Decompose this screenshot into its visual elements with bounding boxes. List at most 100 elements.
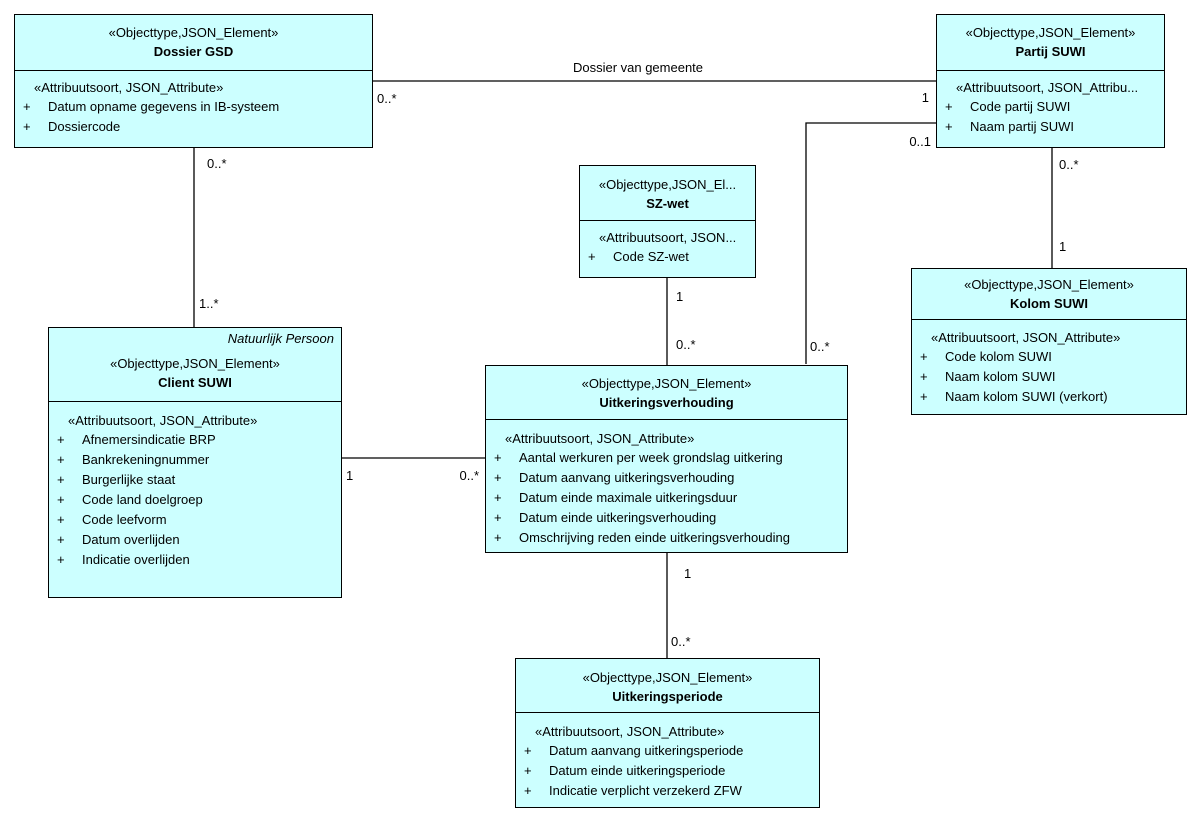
attribute-name: Datum einde uitkeringsperiode	[549, 763, 726, 778]
class-attribute-compartment: «Attribuutsoort, JSON_Attribute» + Datum…	[516, 712, 819, 801]
visibility-public-marker: +	[494, 470, 502, 485]
attribute-row: + Code SZ-wet	[580, 247, 755, 267]
multiplicity-dossier-end: 0..*	[377, 91, 397, 106]
class-stereotype: «Objecttype,JSON_Element»	[110, 356, 280, 371]
attribute-name: Afnemersindicatie BRP	[82, 432, 216, 447]
multiplicity-szwet-end: 1	[676, 289, 684, 304]
class-header: «Objecttype,JSON_Element» Uitkeringsverh…	[486, 366, 847, 419]
visibility-public-marker: +	[494, 530, 502, 545]
multiplicity-uitkeringsverhouding-end: 1	[684, 566, 692, 581]
multiplicity-uitkeringsperiode-end: 0..*	[671, 634, 691, 649]
attribute-name: Code leefvorm	[82, 512, 167, 527]
multiplicity-uitkeringsverhouding-end: 0..*	[459, 468, 479, 483]
class-name: Client SUWI	[158, 375, 232, 390]
attribute-name: Code kolom SUWI	[945, 349, 1052, 364]
multiplicity-uitkeringsverhouding-end: 0..*	[810, 339, 830, 354]
attribute-stereotype: «Attribuutsoort, JSON_Attribute»	[931, 330, 1121, 345]
attribute-row: + Code partij SUWI	[937, 97, 1164, 117]
attribute-name: Datum aanvang uitkeringsperiode	[549, 743, 744, 758]
attribute-name: Naam partij SUWI	[970, 119, 1075, 134]
attribute-row: + Code land doelgroep	[49, 490, 341, 510]
visibility-public-marker: +	[57, 472, 65, 487]
class-name: Uitkeringsperiode	[612, 689, 723, 704]
attribute-row: + Naam partij SUWI	[937, 117, 1164, 137]
multiplicity-uitkeringsverhouding-end: 0..*	[676, 337, 696, 352]
visibility-public-marker: +	[945, 99, 953, 114]
attribute-row: + Datum overlijden	[49, 530, 341, 550]
attribute-name: Datum aanvang uitkeringsverhouding	[519, 470, 735, 485]
attribute-stereotype: «Attribuutsoort, JSON_Attribute»	[535, 724, 725, 739]
attribute-name: Naam kolom SUWI (verkort)	[945, 389, 1108, 404]
attribute-name: Datum einde maximale uitkeringsduur	[519, 490, 738, 505]
class-attribute-compartment: «Attribuutsoort, JSON_Attribute» + Aanta…	[486, 419, 847, 548]
attribute-name: Code land doelgroep	[82, 492, 203, 507]
class-attribute-compartment: «Attribuutsoort, JSON_Attribute» + Code …	[912, 319, 1186, 407]
class-name: Dossier GSD	[153, 44, 234, 59]
class-attribute-compartment: «Attribuutsoort, JSON_Attribu... + Code …	[937, 70, 1164, 137]
class-stereotype: «Objecttype,JSON_Element»	[108, 25, 279, 40]
visibility-public-marker: +	[494, 510, 502, 525]
class-attribute-compartment: «Attribuutsoort, JSON_Attribute» + Datum…	[15, 70, 372, 137]
attribute-row: + Naam kolom SUWI	[912, 367, 1186, 387]
attribute-row: + Indicatie overlijden	[49, 550, 341, 570]
visibility-public-marker: +	[57, 532, 65, 547]
attribute-row: + Afnemersindicatie BRP	[49, 430, 341, 450]
association-name-label: Dossier van gemeente	[572, 60, 704, 75]
class-attribute-compartment: «Attribuutsoort, JSON_Attribute» + Afnem…	[49, 401, 341, 570]
attribute-row: + Datum einde uitkeringsperiode	[516, 761, 819, 781]
class-kolom-suwi: «Objecttype,JSON_Element» Kolom SUWI «At…	[911, 268, 1187, 415]
visibility-public-marker: +	[57, 552, 65, 567]
attribute-row: + Dossiercode	[15, 117, 372, 137]
visibility-public-marker: +	[920, 369, 928, 384]
class-attribute-compartment: «Attribuutsoort, JSON... + Code SZ-wet	[580, 220, 755, 267]
attribute-row: + Indicatie verplicht verzekerd ZFW	[516, 781, 819, 801]
visibility-public-marker: +	[945, 119, 953, 134]
class-partij-suwi: «Objecttype,JSON_Element» Partij SUWI «A…	[936, 14, 1165, 148]
class-header: Natuurlijk Persoon «Objecttype,JSON_Elem…	[49, 328, 341, 401]
visibility-public-marker: +	[524, 763, 532, 778]
visibility-public-marker: +	[524, 783, 532, 798]
attribute-name: Datum overlijden	[82, 532, 180, 547]
multiplicity-partij-end: 0..*	[1059, 157, 1079, 172]
visibility-public-marker: +	[57, 492, 65, 507]
multiplicity-partij-end: 1	[921, 90, 929, 105]
attribute-name: Dossiercode	[48, 119, 121, 134]
classifier-corner-label: Natuurlijk Persoon	[227, 331, 334, 346]
class-stereotype: «Objecttype,JSON_El...	[598, 177, 737, 192]
class-name: SZ-wet	[646, 196, 689, 211]
attribute-name: Omschrijving reden einde uitkeringsverho…	[519, 530, 790, 545]
visibility-public-marker: +	[23, 99, 31, 114]
class-stereotype: «Objecttype,JSON_Element»	[964, 277, 1134, 292]
class-stereotype: «Objecttype,JSON_Element»	[965, 25, 1136, 40]
attribute-row: + Naam kolom SUWI (verkort)	[912, 387, 1186, 407]
attribute-name: Bankrekeningnummer	[82, 452, 210, 467]
class-sz-wet: «Objecttype,JSON_El... SZ-wet «Attribuut…	[579, 165, 756, 278]
class-uitkeringsverhouding: «Objecttype,JSON_Element» Uitkeringsverh…	[485, 365, 848, 553]
class-header: «Objecttype,JSON_El... SZ-wet	[580, 166, 755, 220]
attribute-stereotype: «Attribuutsoort, JSON_Attribu...	[956, 80, 1139, 95]
attribute-row: + Datum einde maximale uitkeringsduur	[486, 488, 847, 508]
attribute-name: Datum einde uitkeringsverhouding	[519, 510, 717, 525]
attribute-row: + Datum aanvang uitkeringsverhouding	[486, 468, 847, 488]
class-header: «Objecttype,JSON_Element» Uitkeringsperi…	[516, 659, 819, 712]
multiplicity-dossier-end: 0..*	[207, 156, 227, 171]
class-uitkeringsperiode: «Objecttype,JSON_Element» Uitkeringsperi…	[515, 658, 820, 808]
attribute-stereotype: «Attribuutsoort, JSON_Attribute»	[34, 80, 224, 95]
attribute-row: + Datum aanvang uitkeringsperiode	[516, 741, 819, 761]
attribute-row: + Datum einde uitkeringsverhouding	[486, 508, 847, 528]
attribute-name: Aantal werkuren per week grondslag uitke…	[519, 450, 783, 465]
attribute-stereotype: «Attribuutsoort, JSON_Attribute»	[68, 413, 258, 428]
attribute-stereotype: «Attribuutsoort, JSON...	[599, 230, 737, 245]
attribute-row: + Code kolom SUWI	[912, 347, 1186, 367]
class-name: Kolom SUWI	[1010, 296, 1088, 311]
class-stereotype: «Objecttype,JSON_Element»	[581, 376, 752, 391]
multiplicity-partij-end: 0..1	[909, 134, 931, 149]
attribute-row: + Burgerlijke staat	[49, 470, 341, 490]
visibility-public-marker: +	[494, 450, 502, 465]
class-header: «Objecttype,JSON_Element» Partij SUWI	[937, 15, 1164, 70]
class-client-suwi: Natuurlijk Persoon «Objecttype,JSON_Elem…	[48, 327, 342, 598]
attribute-name: Indicatie overlijden	[82, 552, 190, 567]
attribute-name: Indicatie verplicht verzekerd ZFW	[549, 783, 742, 798]
